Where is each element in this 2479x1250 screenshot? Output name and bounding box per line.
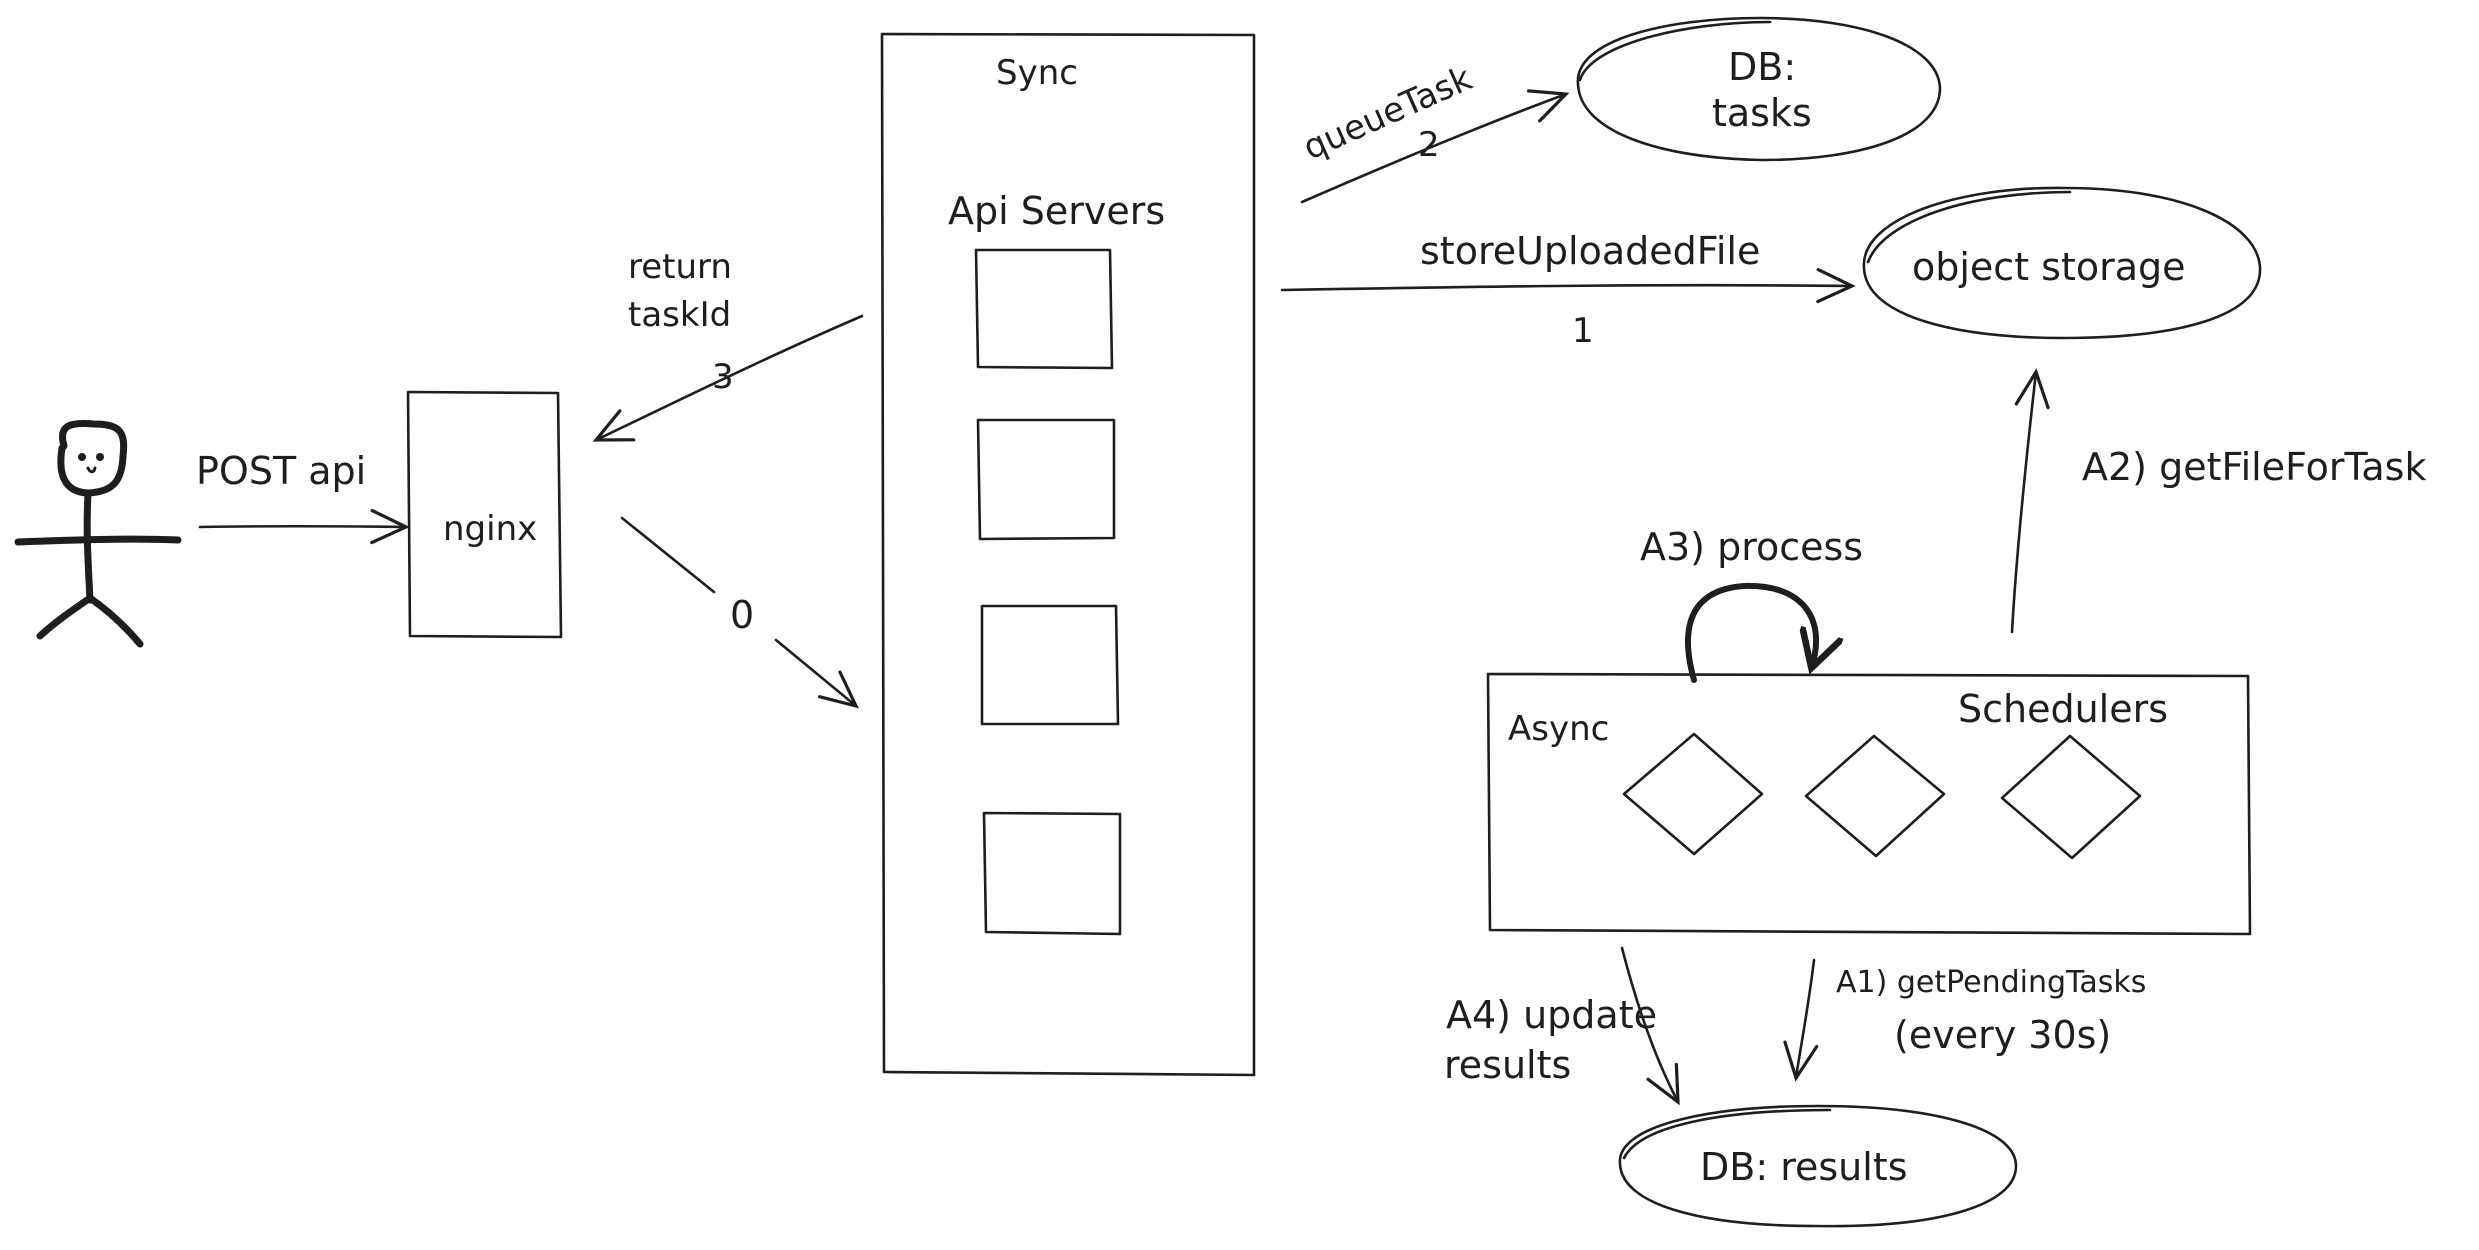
update-results-line1: A4) update [1446,993,1657,1037]
sync-title: Sync [996,53,1078,93]
async-schedulers-box: Async Schedulers [1486,672,2252,936]
async-label: Async [1508,709,1609,749]
post-api-arrow: POST api [196,449,410,545]
api-server-4 [982,811,1122,936]
process-label: A3) process [1640,525,1863,569]
route-0-label: 0 [730,593,754,637]
scheduler-worker-2 [1804,734,1946,858]
schedulers-label: Schedulers [1958,687,2168,731]
process-loop-arrow: A3) process [1640,525,1863,683]
api-servers-title: Api Servers [948,189,1165,233]
db-tasks-line2: tasks [1712,91,1812,135]
api-server-2 [976,418,1116,541]
api-server-3 [980,604,1120,726]
db-tasks-line1: DB: [1728,45,1796,89]
nginx-box: nginx [406,390,563,639]
route-0-arrow: 0 [620,516,859,709]
user-stick-figure-icon [14,420,182,648]
queue-task-arrow: queueTask 2 [1297,58,1570,204]
return-label-line2: taskId [628,295,731,335]
store-uploaded-file-arrow: storeUploadedFile 1 [1280,229,1856,351]
sync-api-servers-box: Sync Api Servers [880,32,1256,1077]
update-results-line2: results [1444,1043,1571,1087]
get-pending-tasks-line2: (every 30s) [1894,1013,2111,1057]
get-file-for-task-arrow: A2) getFileForTask [2010,368,2426,634]
scheduler-worker-3 [2000,734,2142,860]
queue-task-number: 2 [1418,125,1440,165]
object-storage-label: object storage [1912,245,2186,289]
db-results-label: DB: results [1700,1145,1908,1189]
api-server-1 [974,248,1114,370]
post-api-label: POST api [196,449,366,493]
db-tasks-ellipse: DB: tasks [1576,16,1942,162]
store-uploaded-file-label: storeUploadedFile [1420,229,1760,273]
store-uploaded-file-number: 1 [1572,311,1594,351]
get-pending-tasks-arrow: A1) getPendingTasks (every 30s) [1783,958,2146,1082]
update-results-arrow: A4) update results [1444,946,1680,1106]
queue-task-label: queueTask [1297,58,1478,168]
return-number: 3 [712,357,734,397]
get-file-for-task-label: A2) getFileForTask [2082,445,2426,489]
get-pending-tasks-line1: A1) getPendingTasks [1836,965,2146,1000]
scheduler-worker-1 [1622,732,1764,856]
db-results-ellipse: DB: results [1618,1104,2018,1228]
return-taskid-arrow: return taskId 3 [592,247,864,442]
return-label-line1: return [628,247,732,287]
nginx-label: nginx [443,509,537,549]
object-storage-ellipse: object storage [1862,186,2262,340]
